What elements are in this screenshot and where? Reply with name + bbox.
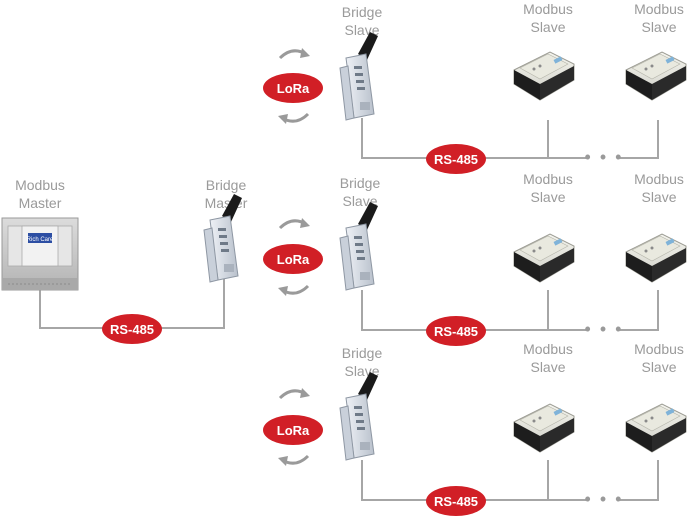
bridge-slave-device-row2 xyxy=(339,201,379,291)
lora-badge-row3: LoRa xyxy=(263,415,323,445)
lora-badge-row1: LoRa xyxy=(263,73,323,103)
modbus-slave-label-line1: Modbus xyxy=(523,171,573,187)
modbus-slave-label-line1: Modbus xyxy=(634,171,684,187)
lora-badge-row2: LoRa xyxy=(263,244,323,274)
rs485-badge-master-label: RS-485 xyxy=(110,322,154,337)
bridge-slave-label-line1: Bridge xyxy=(341,345,383,361)
lora-badge-row3-label: LoRa xyxy=(277,423,310,438)
modbus-slave-label-line2: Slave xyxy=(641,19,677,35)
bridge-slave-label-line1: Bridge xyxy=(341,4,383,20)
rotate-arrow-bottom-row2 xyxy=(276,284,310,298)
rotate-arrow-top-row2 xyxy=(278,216,312,230)
rotate-arrow-top-row3 xyxy=(278,386,312,400)
modbus-slave-label-line1: Modbus xyxy=(634,1,684,17)
bridge-slave-device-row1 xyxy=(339,31,379,121)
bridge-master-label-line1: Bridge xyxy=(205,177,247,193)
bridge-slave-label-line1: Bridge xyxy=(339,175,381,191)
rotate-arrow-bottom-row1 xyxy=(276,112,310,126)
rotate-arrow-top-row1 xyxy=(278,46,312,60)
modbus-slave-device-r3b xyxy=(625,403,687,453)
rs485-badge-row1-label: RS-485 xyxy=(434,152,478,167)
rs485-badge-row3-label: RS-485 xyxy=(434,494,478,509)
master-section: Rich Care RS-485 xyxy=(1,193,243,344)
bridge-master-device xyxy=(203,193,243,283)
rs485-line-row2 xyxy=(361,290,659,331)
modbus-slave-label-line2: Slave xyxy=(641,189,677,205)
rs485-badge-row2-label: RS-485 xyxy=(434,324,478,339)
modbus-slave-device-r3a xyxy=(513,403,575,453)
modbus-slave-label-line2: Slave xyxy=(530,189,566,205)
modbus-master-label-line1: Modbus xyxy=(15,177,65,193)
master-logo-text: Rich Care xyxy=(27,237,54,243)
modbus-slave-label-line2: Slave xyxy=(641,359,677,375)
modbus-slave-label-line1: Modbus xyxy=(523,341,573,357)
modbus-slave-label-line2: Slave xyxy=(530,359,566,375)
modbus-slave-label-line1: Modbus xyxy=(634,341,684,357)
modbus-slave-device-r2b xyxy=(625,233,687,283)
ellipsis-row2: • • • xyxy=(585,319,624,339)
modbus-slave-device-r1a xyxy=(513,51,575,101)
rs485-badge-row1: RS-485 xyxy=(426,144,486,174)
rs485-line-row1 xyxy=(361,118,659,159)
lora-badge-row2-label: LoRa xyxy=(277,252,310,267)
row-2: • • • LoRa RS-485 xyxy=(263,201,687,346)
ellipsis-row1: • • • xyxy=(585,147,624,167)
rs485-badge-row3: RS-485 xyxy=(426,486,486,516)
rs485-line-row3 xyxy=(361,460,659,501)
row-1: • • • LoRa RS-485 xyxy=(263,31,687,174)
modbus-slave-device-r1b xyxy=(625,51,687,101)
modbus-slave-device-r2a xyxy=(513,233,575,283)
modbus-master-device: Rich Care xyxy=(1,217,79,291)
ellipsis-row3: • • • xyxy=(585,489,624,509)
modbus-master-label-line2: Master xyxy=(18,195,62,211)
bridge-slave-device-row3 xyxy=(339,371,379,461)
rotate-arrow-bottom-row3 xyxy=(276,454,310,468)
rs485-badge-row2: RS-485 xyxy=(426,316,486,346)
lora-badge-row1-label: LoRa xyxy=(277,81,310,96)
modbus-slave-label-line2: Slave xyxy=(530,19,566,35)
row-3: • • • LoRa RS-485 xyxy=(263,371,687,516)
modbus-slave-label-line1: Modbus xyxy=(523,1,573,17)
rs485-badge-master: RS-485 xyxy=(102,314,162,344)
